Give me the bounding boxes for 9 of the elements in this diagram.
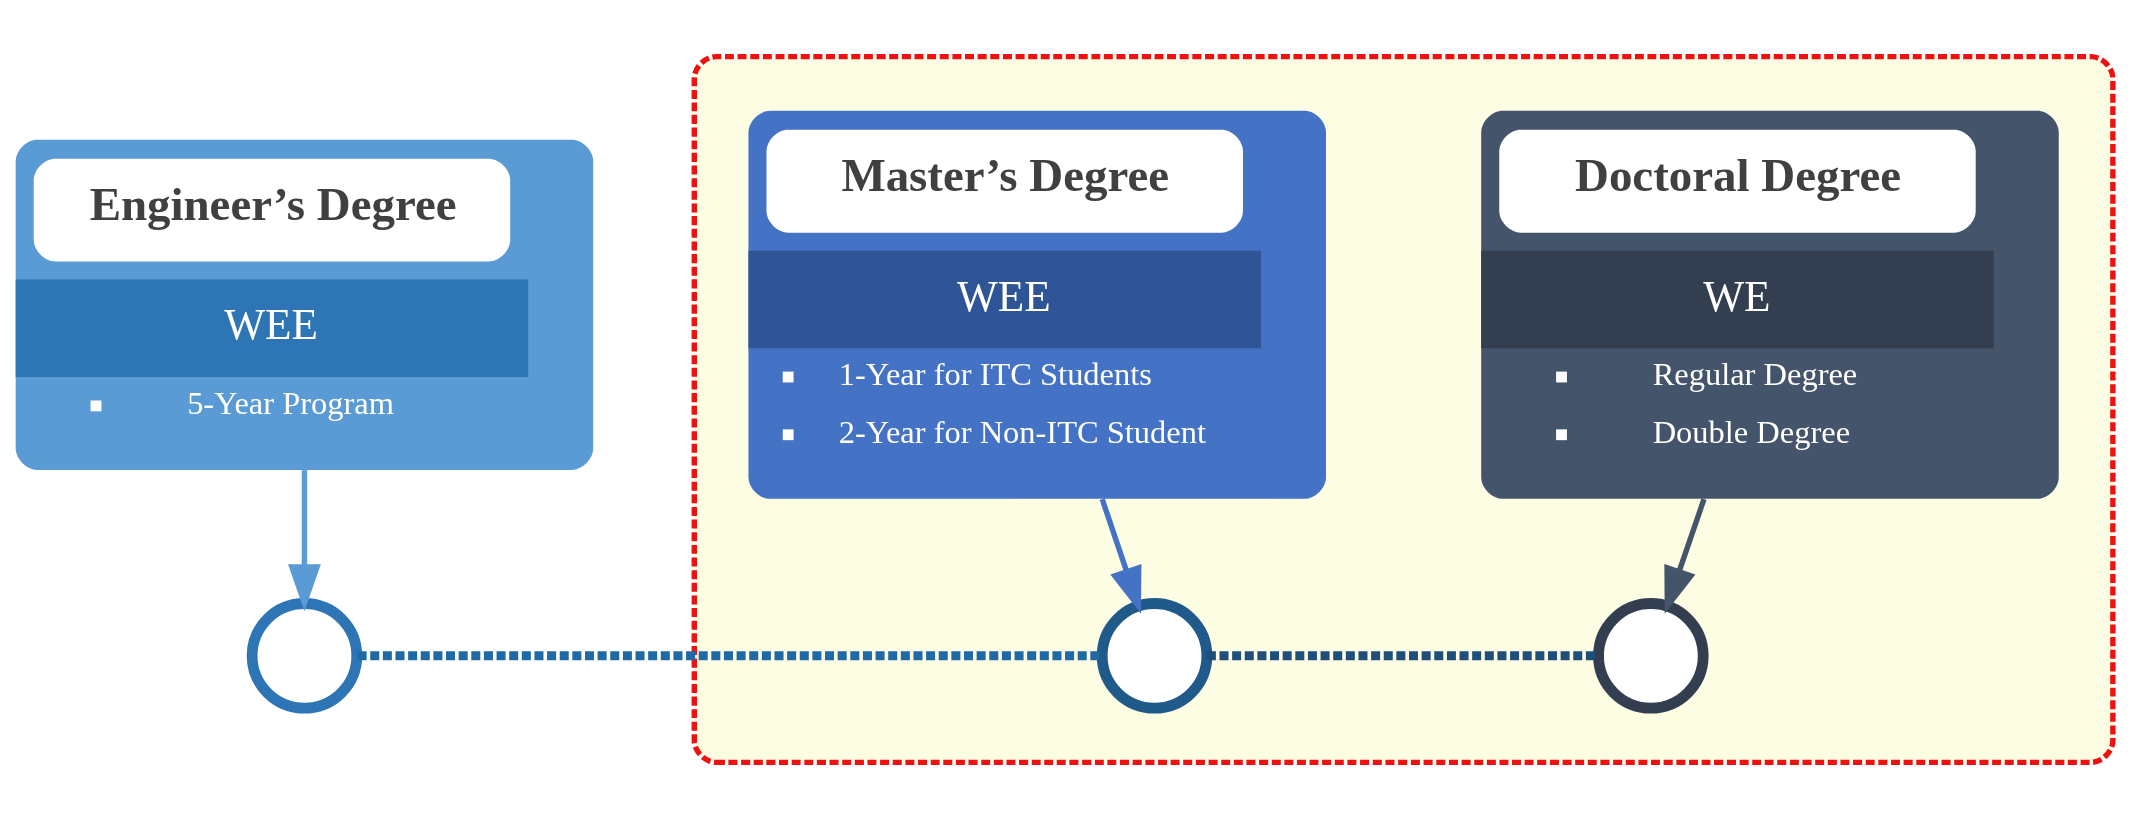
arrow: [288, 470, 321, 612]
node-circle: [1593, 598, 1709, 714]
connector: [357, 651, 1102, 661]
cluster: [691, 53, 2116, 766]
node-circle: [1096, 598, 1213, 714]
connector: [1206, 651, 1598, 661]
arrow: [1664, 498, 1707, 614]
node-circle: [246, 598, 363, 714]
arrow: [1099, 498, 1142, 614]
